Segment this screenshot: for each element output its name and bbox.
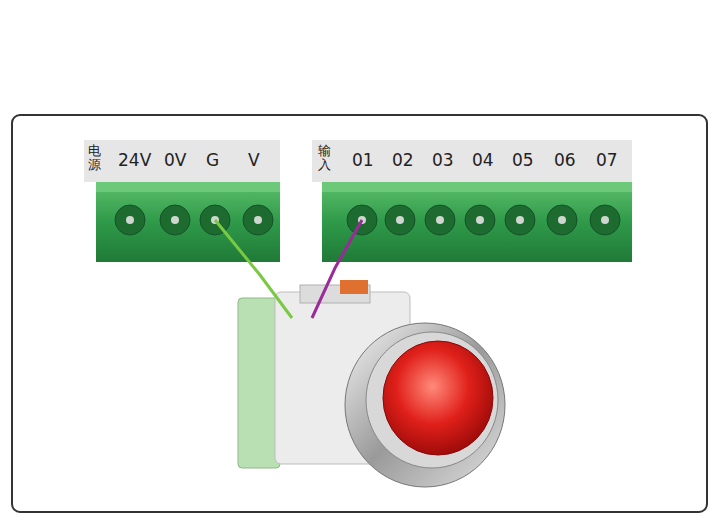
power-terminal-block bbox=[96, 182, 280, 262]
terminal-label: 0V bbox=[164, 152, 186, 169]
terminal-label: 03 bbox=[432, 152, 454, 169]
terminal-label: V bbox=[248, 152, 260, 169]
purple-wire bbox=[312, 220, 362, 318]
terminal-label: 07 bbox=[596, 152, 618, 169]
input-terminal-block bbox=[322, 182, 632, 262]
power-terminal-labels: 电源 24V 0V G V bbox=[84, 140, 280, 182]
terminal-label: 04 bbox=[472, 152, 494, 169]
terminal-label: G bbox=[206, 152, 219, 169]
terminal-label: 06 bbox=[554, 152, 576, 169]
terminal-label: 24V bbox=[118, 152, 151, 169]
terminal-label: 05 bbox=[512, 152, 534, 169]
terminal-label: 02 bbox=[392, 152, 414, 169]
input-terminal-labels: 输入 01 02 03 04 05 06 07 bbox=[312, 140, 632, 182]
green-wire bbox=[215, 220, 292, 318]
group-label: 输入 bbox=[318, 144, 331, 173]
terminal-label: 01 bbox=[352, 152, 374, 169]
push-button bbox=[238, 280, 505, 487]
group-label: 电源 bbox=[88, 144, 101, 173]
frame bbox=[12, 115, 707, 512]
